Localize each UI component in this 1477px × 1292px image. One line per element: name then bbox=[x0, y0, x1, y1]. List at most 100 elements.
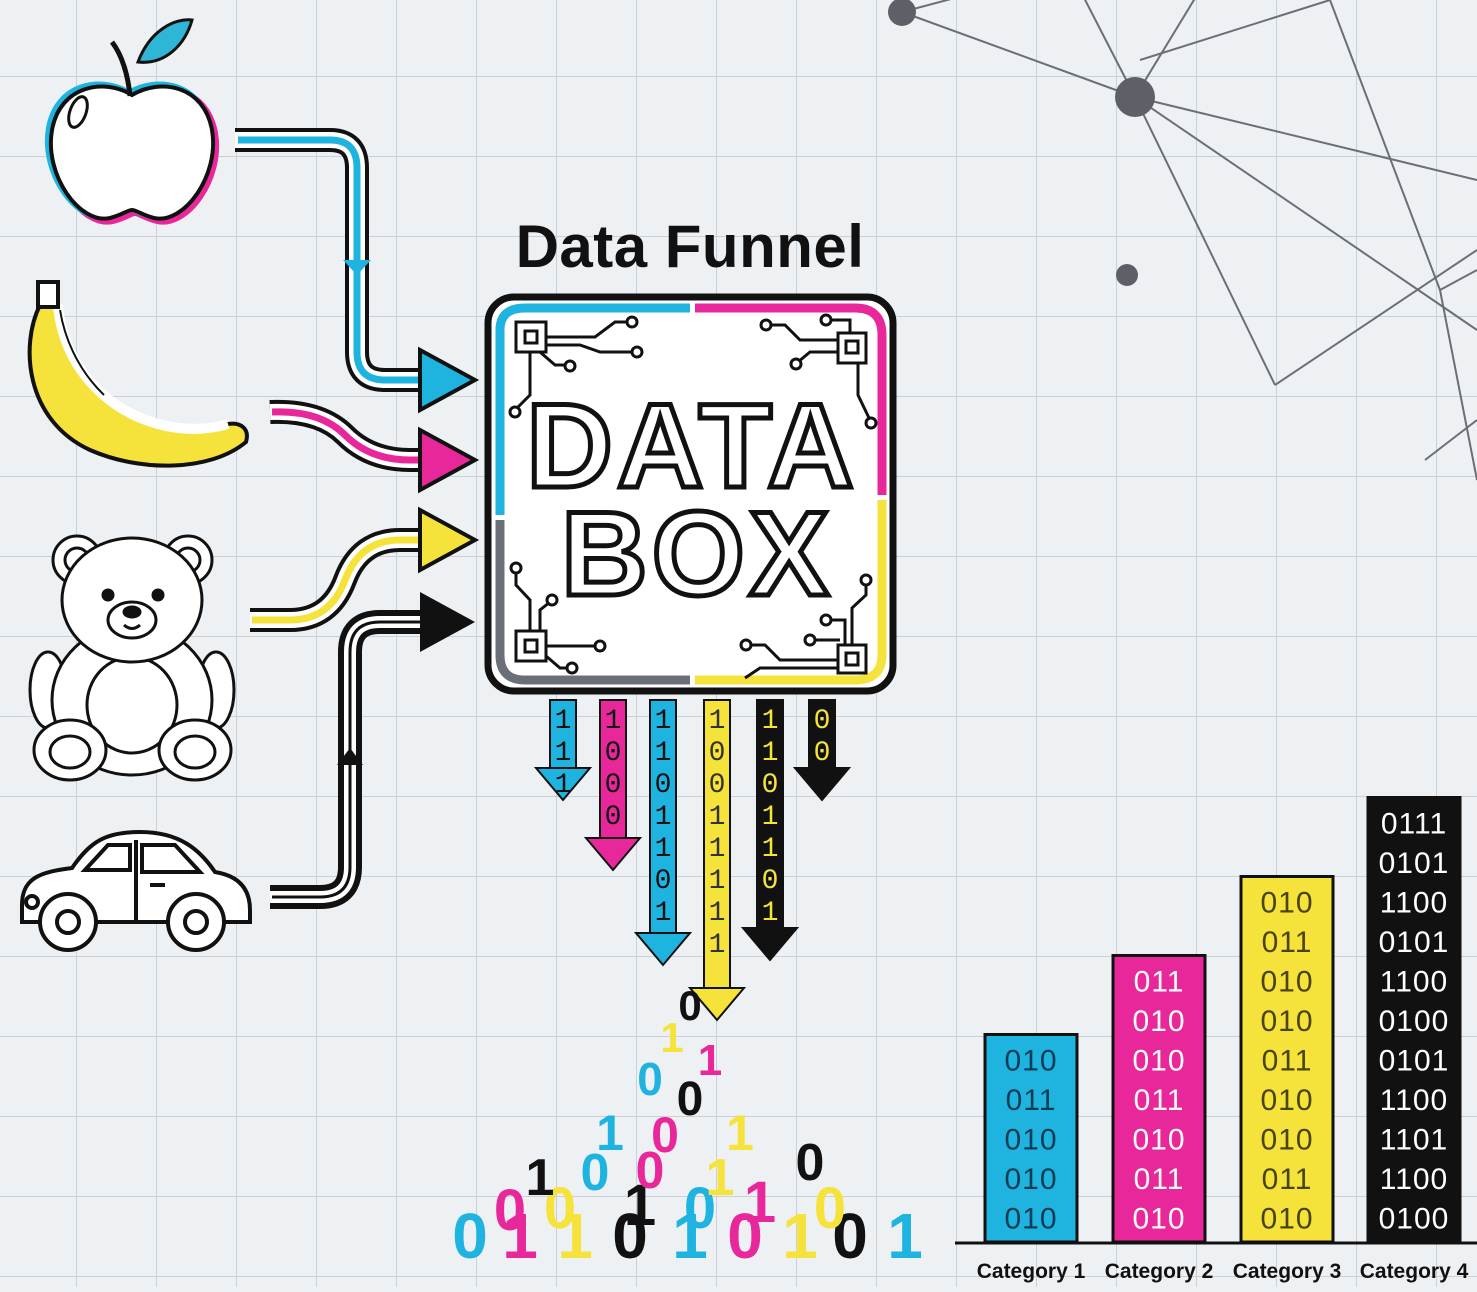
pile-bit: 0 bbox=[678, 982, 701, 1029]
pile-bit: 0 bbox=[727, 1200, 763, 1272]
pile-bit: 1 bbox=[596, 1105, 624, 1161]
network-node bbox=[1115, 77, 1155, 117]
output-bit: 1 bbox=[655, 706, 672, 737]
output-bit: 1 bbox=[709, 834, 726, 865]
bar-bits: 011 bbox=[1262, 1045, 1313, 1078]
bar-bits: 0101 bbox=[1379, 926, 1450, 959]
pile-bit: 1 bbox=[672, 1200, 708, 1272]
data-box-line2: BOX bbox=[561, 487, 833, 621]
output-bit: 1 bbox=[555, 738, 572, 769]
bar-bits: 011 bbox=[1262, 1163, 1313, 1196]
output-bit: 0 bbox=[605, 802, 622, 833]
output-bit: 1 bbox=[762, 738, 779, 769]
diagram-title: Data Funnel bbox=[515, 213, 865, 280]
network-node bbox=[888, 0, 916, 26]
bar-bits: 1100 bbox=[1380, 1163, 1449, 1196]
bar-bits: 010 bbox=[1132, 1124, 1185, 1157]
bar-bits: 011 bbox=[1006, 1084, 1057, 1117]
output-bit: 1 bbox=[762, 802, 779, 833]
pile-bit: 0 bbox=[612, 1200, 648, 1272]
apple-icon bbox=[44, 18, 220, 225]
bar-bits: 011 bbox=[1134, 1163, 1185, 1196]
input-pipe-banana bbox=[269, 399, 480, 494]
bar-bits: 010 bbox=[1004, 1163, 1057, 1196]
output-bit: 1 bbox=[655, 898, 672, 929]
bar-bits: 010 bbox=[1260, 887, 1313, 920]
category-bar bbox=[983, 1033, 1079, 1244]
bar-bits: 1100 bbox=[1380, 966, 1449, 999]
input-pipe-apple bbox=[235, 128, 480, 414]
pile-bit: 1 bbox=[744, 1170, 776, 1235]
bar-bits: 010 bbox=[1260, 1005, 1313, 1038]
output-bit: 1 bbox=[709, 706, 726, 737]
output-bit: 0 bbox=[762, 770, 779, 801]
output-bit: 1 bbox=[709, 866, 726, 897]
bar-bits: 010 bbox=[1004, 1203, 1057, 1236]
bar-bits: 1100 bbox=[1380, 1084, 1449, 1117]
car-icon bbox=[20, 829, 252, 952]
output-bit: 1 bbox=[709, 930, 726, 961]
category-bar bbox=[1366, 796, 1462, 1244]
bar-bits: 010 bbox=[1004, 1124, 1057, 1157]
pile-bit: 1 bbox=[526, 1149, 555, 1207]
pile-bit: 1 bbox=[624, 1173, 656, 1238]
output-bit: 1 bbox=[555, 770, 572, 801]
bar-bits: 0111 bbox=[1381, 808, 1447, 841]
pile-bit: 1 bbox=[887, 1200, 923, 1272]
teddy-bear-icon bbox=[28, 534, 236, 782]
output-bit: 1 bbox=[655, 738, 672, 769]
category-label: Category 1 bbox=[977, 1260, 1086, 1283]
pile-bit: 1 bbox=[698, 1036, 722, 1085]
output-bit: 0 bbox=[655, 770, 672, 801]
bar-bits: 010 bbox=[1260, 1084, 1313, 1117]
output-bit: 0 bbox=[709, 770, 726, 801]
output-bit: 1 bbox=[555, 706, 572, 737]
output-bit: 0 bbox=[814, 738, 831, 769]
bar-bits: 010 bbox=[1260, 966, 1313, 999]
output-bit: 0 bbox=[655, 866, 672, 897]
output-arrow: 00 bbox=[792, 699, 852, 802]
bar-bits: 0100 bbox=[1379, 1203, 1450, 1236]
output-bit: 1 bbox=[762, 898, 779, 929]
bar-bits: 1100 bbox=[1380, 887, 1449, 920]
bar-bits: 011 bbox=[1262, 926, 1313, 959]
bar-bits: 010 bbox=[1132, 1005, 1185, 1038]
bar-bits: 010 bbox=[1132, 1203, 1185, 1236]
bar-bits: 1101 bbox=[1380, 1124, 1449, 1157]
output-bit: 0 bbox=[814, 706, 831, 737]
bar-bits: 0101 bbox=[1379, 847, 1450, 880]
input-pipe-car bbox=[270, 592, 475, 909]
bar-bits: 010 bbox=[1260, 1203, 1313, 1236]
category-label: Category 3 bbox=[1233, 1260, 1342, 1283]
category-label: Category 2 bbox=[1105, 1260, 1214, 1283]
output-bit: 0 bbox=[762, 866, 779, 897]
network-decoration bbox=[901, 0, 1477, 481]
pile-bit: 1 bbox=[557, 1200, 593, 1272]
bar-bits: 011 bbox=[1134, 966, 1185, 999]
output-bit: 1 bbox=[709, 898, 726, 929]
pile-bit: 0 bbox=[814, 1176, 846, 1241]
bar-bits: 0101 bbox=[1379, 1045, 1450, 1078]
banana-icon bbox=[27, 280, 249, 468]
category-label: Category 4 bbox=[1360, 1260, 1469, 1283]
output-bit: 1 bbox=[655, 802, 672, 833]
category-bar bbox=[1111, 954, 1207, 1244]
pile-bit: 0 bbox=[452, 1200, 488, 1272]
output-bit: 1 bbox=[762, 834, 779, 865]
pile-bit: 0 bbox=[832, 1200, 868, 1272]
output-bit: 0 bbox=[709, 738, 726, 769]
pile-bit: 0 bbox=[581, 1144, 610, 1202]
pile-bit: 0 bbox=[636, 1142, 665, 1200]
pile-bit: 0 bbox=[677, 1073, 704, 1126]
network-node bbox=[1116, 264, 1138, 286]
pile-bit: 0 bbox=[651, 1107, 679, 1163]
pile-bit: 1 bbox=[726, 1105, 754, 1161]
bar-bits: 011 bbox=[1134, 1084, 1185, 1117]
